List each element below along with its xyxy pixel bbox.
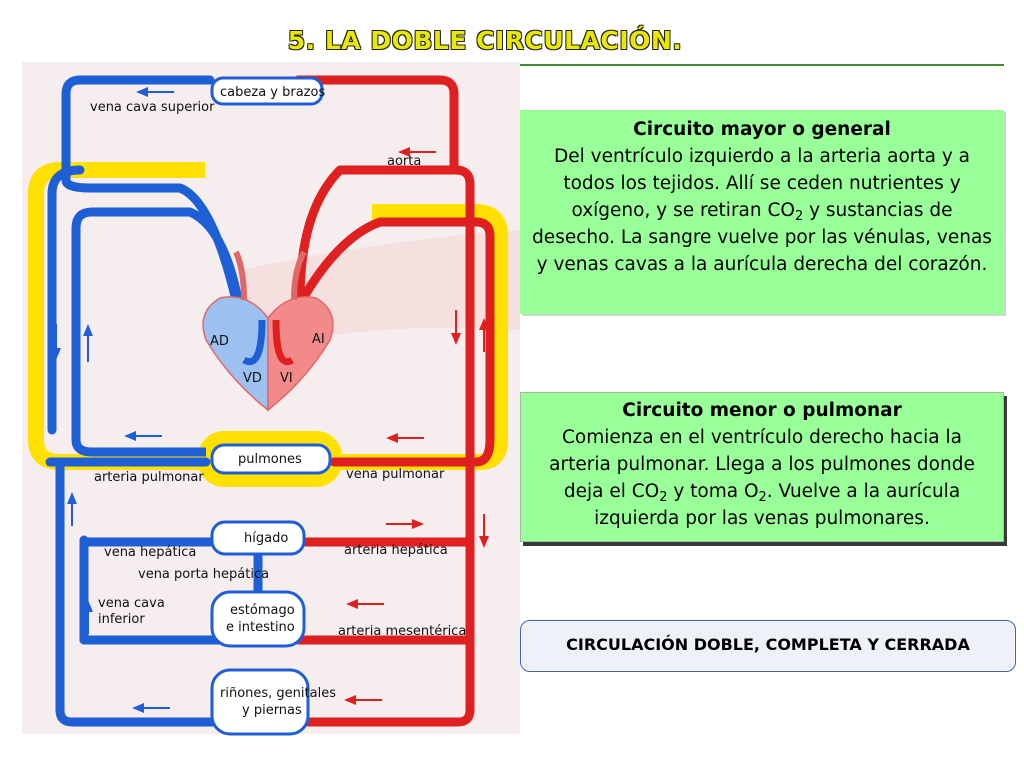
label-vena-cava-superior: vena cava superior (90, 100, 215, 115)
label-e-intestino: e intestino (226, 620, 295, 635)
arrow-right-icon (412, 519, 424, 529)
label-aorta: aorta (387, 154, 421, 169)
label-rinones-genitales: riñones, genitales (220, 686, 336, 701)
label-arteria-pulmonar: arteria pulmonar (94, 470, 204, 485)
label-cabeza-y-brazos: cabeza y brazos (220, 85, 325, 100)
label-vena-hepatica: vena hepática (104, 545, 196, 560)
arrow-left-icon (132, 703, 144, 713)
organ-boxes (210, 76, 332, 736)
head-arms-box (210, 76, 324, 106)
label-vena-pulmonar: vena pulmonar (346, 467, 445, 482)
arrow-left-icon (346, 599, 358, 609)
circuit-major-text-2: y sustancias de desecho. La sangre vuelv… (532, 200, 992, 275)
label-arteria-mesenterica: arteria mesentérica (338, 624, 466, 639)
circuit-major-heading: Circuito mayor o general (633, 119, 891, 140)
arrow-down-icon (51, 348, 61, 360)
arterial-supply (281, 75, 495, 727)
label-inferior: inferior (98, 612, 145, 627)
label-vena-porta-hepatica: vena porta hepática (138, 567, 269, 582)
arrow-up-icon (83, 324, 93, 336)
circuit-minor-box: Circuito menor o pulmonar Comienza en el… (520, 392, 1004, 542)
label-estomago: estómago (230, 603, 295, 618)
circulation-diagram: vena cava superior cabeza y brazos aorta… (22, 62, 520, 736)
summary-banner: CIRCULACIÓN DOBLE, COMPLETA Y CERRADA (520, 620, 1016, 672)
liver-box (210, 520, 306, 556)
circuit-minor-text-3: . Vuelve a la aurícula izquierda por las… (594, 481, 961, 529)
circuit-minor-sub-2: 2 (758, 490, 767, 505)
page-title: 5. LA DOBLE CIRCULACIÓN. (287, 26, 683, 55)
arrow-left-icon (398, 147, 410, 157)
venous-return (45, 75, 263, 727)
label-arteria-hepatica: arteria hepática (344, 543, 448, 558)
circuit-minor-sub-1: 2 (659, 490, 668, 505)
arrow-down-icon (479, 536, 489, 548)
pulmonary-artery-vessel (71, 207, 249, 457)
arrow-left-icon (386, 433, 398, 443)
arrow-up-icon (479, 318, 489, 330)
direction-arrows (51, 87, 489, 713)
label-y-piernas: y piernas (242, 703, 302, 718)
circuit-major-sub: 2 (794, 209, 804, 224)
label-vi: VI (280, 371, 293, 386)
label-pulmones: pulmones (238, 452, 302, 467)
label-vd: VD (243, 371, 262, 386)
title-divider (60, 64, 1004, 66)
lungs-box (210, 443, 332, 475)
arrow-up-icon (67, 492, 77, 504)
label-higado: hígado (244, 531, 288, 546)
label-ad: AD (210, 334, 229, 349)
circuit-minor-heading: Circuito menor o pulmonar (622, 400, 902, 421)
arrow-left-icon (136, 87, 148, 97)
stomach-box (210, 590, 306, 648)
arrow-up-icon (83, 600, 93, 612)
arrow-left-icon (124, 431, 136, 441)
label-vena-cava: vena cava (98, 596, 165, 611)
label-ai: AI (312, 332, 325, 347)
heart-right-side (202, 296, 269, 412)
heart (202, 250, 334, 412)
heart-left-side (267, 296, 334, 412)
circuit-minor-text-2: y toma O (667, 481, 759, 502)
kidneys-box (210, 668, 310, 736)
arrow-down-icon (451, 333, 461, 345)
circuit-minor-text-1: Comienza en el ventrículo derecho hacia … (549, 427, 975, 502)
circuit-major-text-1: Del ventrículo izquierdo a la arteria ao… (553, 146, 970, 221)
circuit-major-box: Circuito mayor o general Del ventrículo … (520, 110, 1004, 314)
arrow-left-icon (344, 695, 356, 705)
